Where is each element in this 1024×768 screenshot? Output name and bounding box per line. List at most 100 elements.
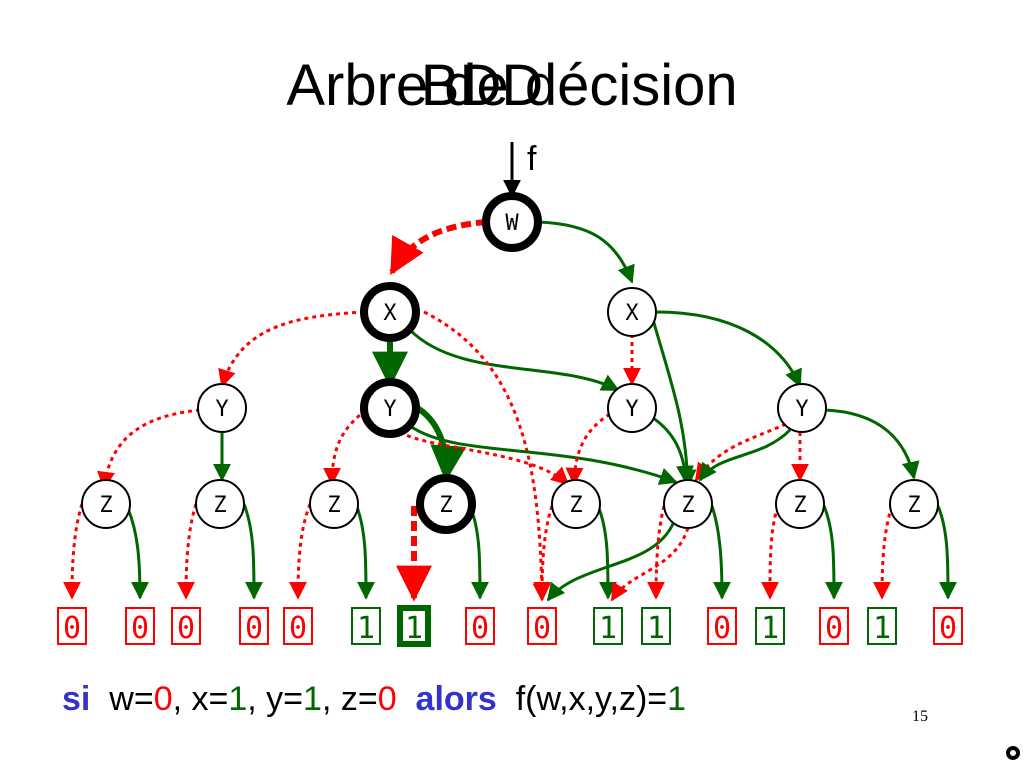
leaf-box — [933, 607, 963, 645]
caption: si w=0, x=1, y=1, z=0 alors f(w,x,y,z)=1 — [62, 680, 686, 719]
edge-z6-high — [710, 505, 731, 600]
leaf-box — [641, 607, 671, 645]
leaf-12: 0 — [707, 607, 737, 646]
leaf-box — [171, 607, 201, 645]
node-z3: Z — [309, 479, 359, 529]
leaf-15: 1 — [867, 607, 897, 646]
corner-marker-icon — [1006, 746, 1020, 760]
edge-y4-high — [823, 408, 920, 480]
leaf-value: 1 — [647, 611, 665, 646]
node-y3: Y — [607, 383, 657, 433]
edge-x1-low-to-leaf9 — [423, 310, 551, 602]
leaf-box — [239, 607, 269, 645]
leaf-value: 0 — [289, 611, 307, 646]
edge-y4-high-to-z6 — [698, 428, 792, 482]
edge-z8-low — [873, 505, 894, 600]
edge-z5-high — [596, 505, 617, 600]
caption-x-label: , x= — [172, 680, 229, 718]
leaf-box — [819, 607, 849, 645]
leaf-value: 1 — [357, 611, 375, 646]
node-y1-label: Y — [215, 397, 228, 422]
leaf-value: 1 — [873, 611, 891, 646]
edge-z3-low — [289, 503, 312, 600]
node-x-right: X — [607, 287, 657, 337]
node-z5: Z — [551, 479, 601, 529]
edge-y2-high — [412, 403, 467, 482]
edge-z2-high — [242, 503, 263, 600]
leaf-16: 0 — [933, 607, 963, 646]
edge-w-high — [537, 220, 635, 284]
node-z6-label: Z — [681, 493, 694, 518]
edge-x2-high — [655, 310, 802, 388]
leaf-value: 0 — [533, 611, 551, 646]
edge-x1-high-to-y3 — [408, 328, 620, 392]
leaf-7: 1 — [397, 605, 431, 647]
caption-y-label: , y= — [247, 680, 304, 718]
node-z1-label: Z — [99, 493, 112, 518]
edge-y1-low — [97, 408, 201, 490]
caption-z-label: , z= — [321, 680, 378, 718]
leaf-8: 0 — [465, 607, 495, 646]
edge-w-low — [389, 219, 487, 276]
node-x-left-label: X — [383, 301, 397, 326]
node-z7-label: Z — [793, 493, 806, 518]
leaf-box — [283, 607, 313, 645]
node-z2: Z — [195, 479, 245, 529]
edge-z8-high — [936, 505, 957, 600]
edge-x1-low — [218, 310, 365, 388]
leaf-value: 0 — [825, 611, 843, 646]
leaf-box — [57, 607, 87, 645]
leaf-value: 0 — [245, 611, 263, 646]
node-z4: Z — [416, 474, 476, 534]
leaf-6: 1 — [351, 607, 381, 646]
node-w-label: W — [505, 211, 519, 236]
leaf-13: 1 — [755, 607, 785, 646]
node-z8: Z — [889, 479, 939, 529]
caption-x-value: 1 — [228, 680, 248, 718]
leaf-9: 0 — [527, 607, 557, 646]
node-x-right-label: X — [625, 301, 639, 326]
edge-z1-high — [124, 503, 149, 600]
node-y3-label: Y — [625, 397, 638, 422]
leaf-10: 1 — [593, 607, 623, 646]
leaf-4: 0 — [239, 607, 269, 646]
leaf-value: 0 — [471, 611, 489, 646]
edge-y4-low-to-z6 — [694, 422, 787, 482]
edge-z1-low — [63, 503, 84, 600]
leaf-box — [867, 607, 897, 645]
leaf-value: 0 — [177, 611, 195, 646]
node-y1: Y — [197, 383, 247, 433]
leaf-value: 0 — [131, 611, 149, 646]
edge-y3-high — [649, 414, 694, 484]
leaf-5: 0 — [283, 607, 313, 646]
edge-z7-high — [822, 505, 843, 600]
caption-y-value: 1 — [303, 680, 322, 718]
node-w: W — [482, 192, 542, 252]
node-z2-label: Z — [213, 493, 226, 518]
node-z8-label: Z — [907, 493, 920, 518]
edge-y3-low — [565, 412, 611, 486]
node-z6: Z — [663, 479, 713, 529]
edge-x2-high-to-z6 — [650, 315, 697, 488]
caption-w-label: w= — [109, 680, 154, 718]
leaf-box — [527, 607, 557, 645]
caption-z-value: 0 — [377, 680, 397, 718]
leaf-box — [707, 607, 737, 645]
edge-y2-high-to-z6 — [409, 424, 678, 485]
leaf-14: 0 — [819, 607, 849, 646]
leaf-box — [351, 607, 381, 645]
leaf-box — [465, 607, 495, 645]
function-label: f — [527, 140, 537, 178]
edge-z3-high — [354, 503, 375, 600]
leaf-value: 0 — [939, 611, 957, 646]
edges — [63, 219, 957, 602]
edge-z6-low — [647, 505, 666, 600]
node-z5-label: Z — [569, 493, 582, 518]
caption-f-value: 1 — [667, 680, 687, 718]
leaf-11: 1 — [641, 607, 671, 646]
edge-z2-low — [177, 503, 198, 600]
node-z3-label: Z — [327, 493, 340, 518]
leaf-box — [755, 607, 785, 645]
caption-alors: alors — [415, 680, 497, 718]
